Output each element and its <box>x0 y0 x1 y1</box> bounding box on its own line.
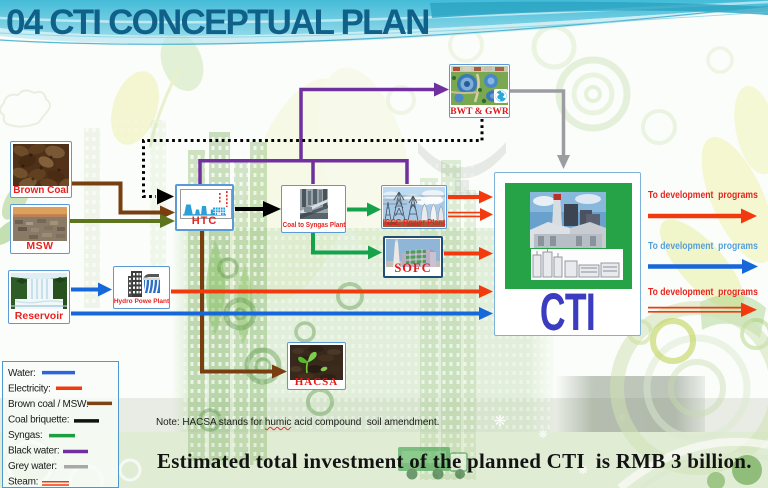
svg-text:Grey water:: Grey water: <box>8 461 57 472</box>
svg-text:Syngas:: Syngas: <box>8 430 42 441</box>
svg-text:Brown coal / MSW:: Brown coal / MSW: <box>8 399 89 410</box>
svg-text:Electricity:: Electricity: <box>8 384 51 395</box>
svg-text:❋: ❋ <box>494 413 507 430</box>
svg-text:Black water:: Black water: <box>8 446 59 457</box>
svg-text:❋: ❋ <box>578 463 588 477</box>
svg-text:❋: ❋ <box>538 429 547 441</box>
svg-text:Water:: Water: <box>8 368 36 379</box>
svg-text:Steam:: Steam: <box>8 477 38 488</box>
svg-text:Coal briquette:: Coal briquette: <box>8 415 69 426</box>
